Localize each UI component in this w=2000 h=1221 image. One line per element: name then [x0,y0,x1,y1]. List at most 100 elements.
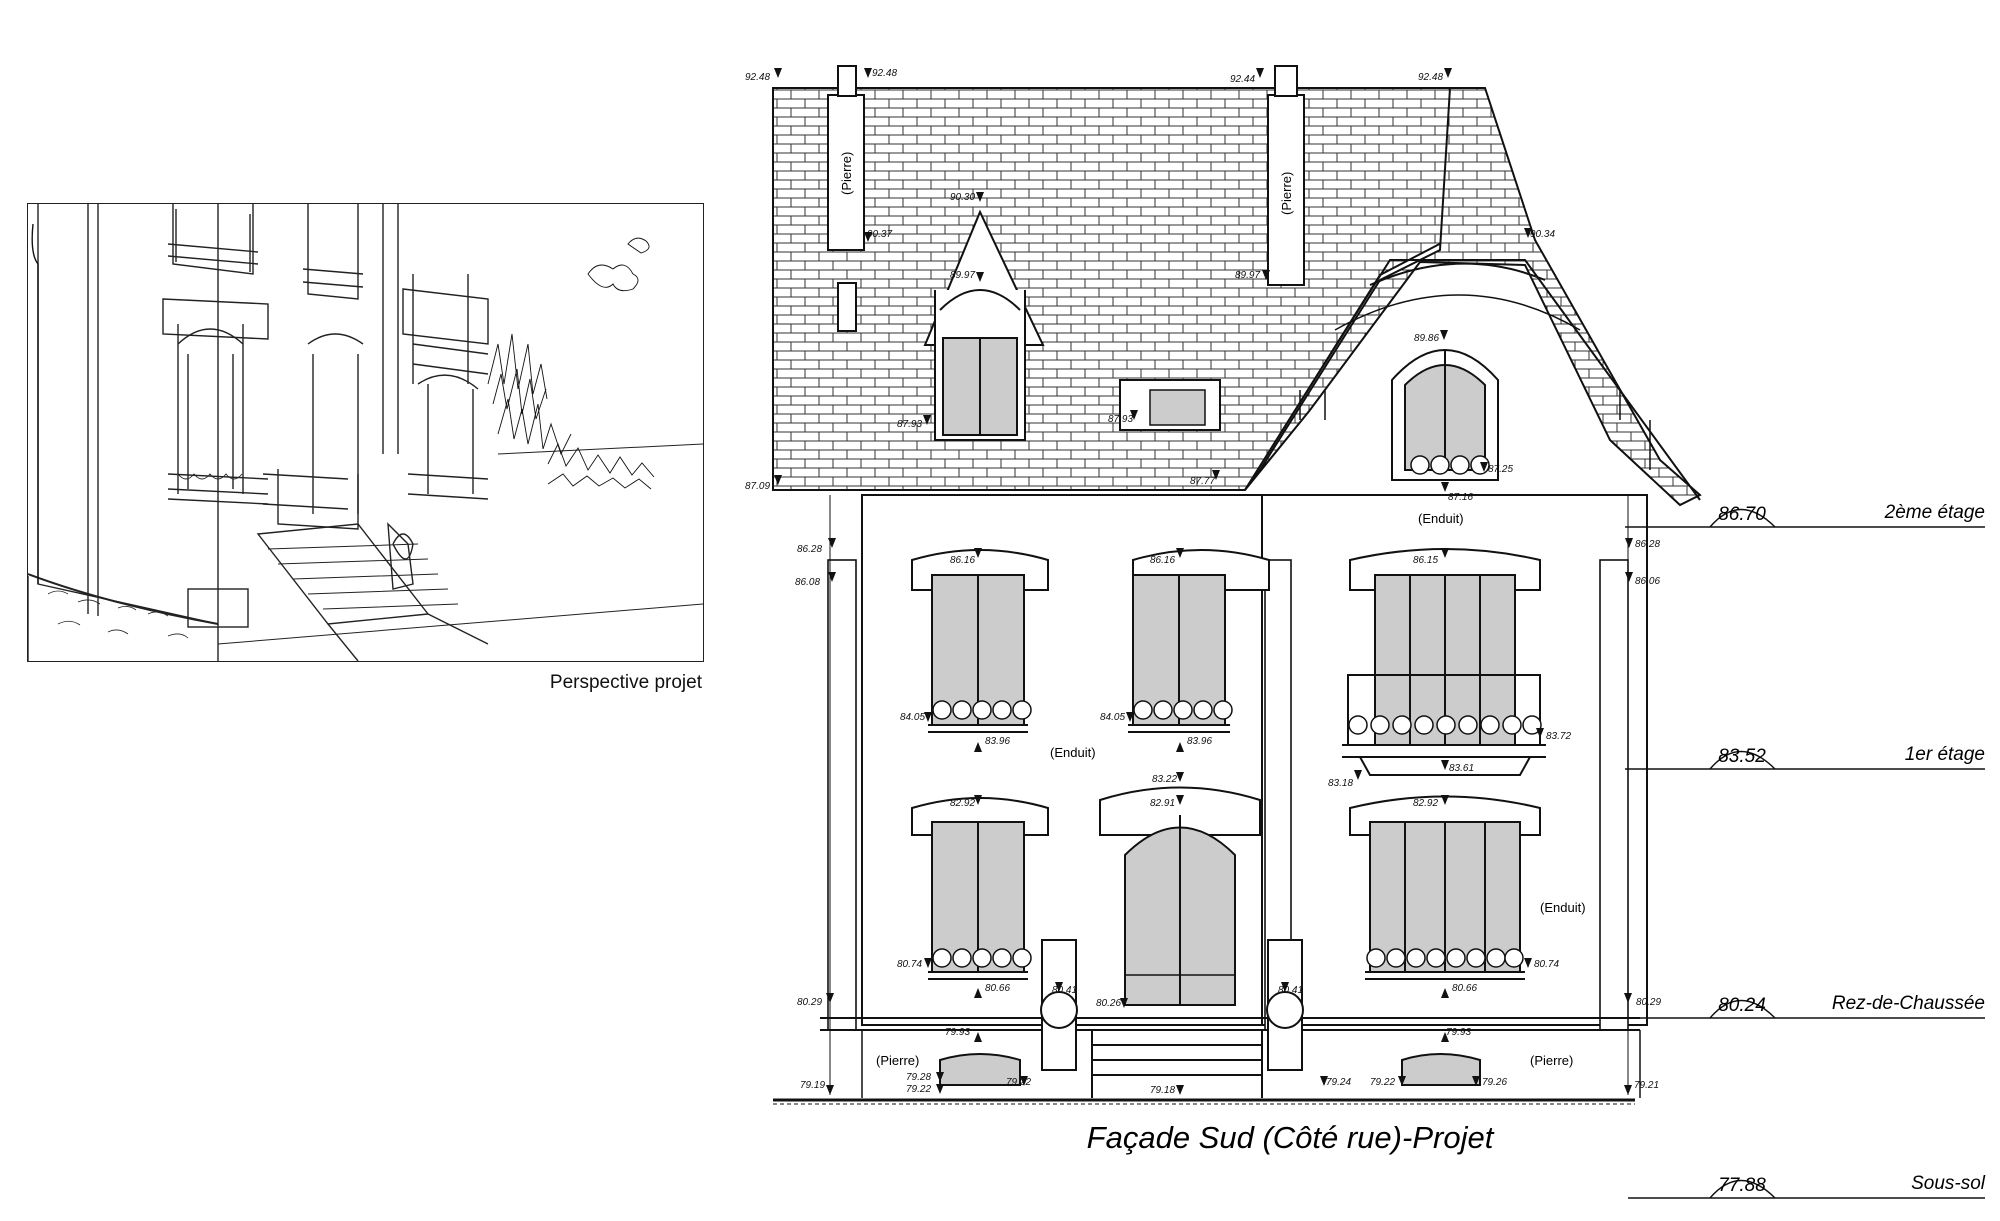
svg-text:83.72: 83.72 [1546,731,1571,742]
level-value: 77.88 [1718,1175,1766,1196]
chimney-right-label: (Pierre) [1279,172,1294,215]
svg-text:82.91: 82.91 [1150,798,1175,809]
svg-text:87.93: 87.93 [897,419,922,430]
svg-text:92.48: 92.48 [872,68,897,79]
perspective-caption: Perspective projet [549,672,702,693]
svg-text:86.16: 86.16 [950,555,975,566]
window-3-balcony [1342,548,1546,776]
elev-marker: 84.05 [900,712,932,723]
svg-text:79.22: 79.22 [1006,1077,1031,1088]
elev-marker: 82.91 [1150,795,1184,809]
svg-text:83.96: 83.96 [1187,736,1212,747]
ground-window-3 [1349,795,1541,980]
svg-text:80.41: 80.41 [1278,985,1303,996]
svg-text:80.66: 80.66 [985,983,1010,994]
svg-text:90.30: 90.30 [950,192,975,203]
elev-marker: 79.19 [800,1080,834,1095]
elev-marker: 80.41 [1278,982,1303,996]
level-rdc: 80.24 Rez-de-Chaussée [1625,993,1985,1019]
elev-marker: 87.93 [1108,410,1138,425]
elev-marker: 82.92 [1413,795,1449,809]
level-2eme: 86.70 2ème étage [1625,502,1985,528]
level-value: 86.70 [1718,504,1766,525]
svg-text:82.92: 82.92 [1413,798,1438,809]
svg-text:87.93: 87.93 [1108,414,1133,425]
gable-window [1391,349,1499,481]
svg-text:84.05: 84.05 [1100,712,1125,723]
elev-marker: 86.06 [1625,572,1660,587]
svg-text:82.92: 82.92 [950,798,975,809]
svg-text:90.34: 90.34 [1530,229,1555,240]
elev-marker: 83.22 [1152,772,1184,785]
chimneys: (Pierre) (Pierre) [827,65,1305,332]
svg-text:79.26: 79.26 [1482,1077,1507,1088]
level-label: Sous-sol [1911,1173,1986,1194]
elev-marker: 79.28 [906,1072,944,1083]
svg-text:80.26: 80.26 [1096,998,1121,1009]
ground-window-1 [911,797,1049,980]
elev-marker: 92.48 [1418,68,1452,83]
elev-marker: 83.18 [1328,770,1362,789]
svg-text:92.48: 92.48 [1418,72,1443,83]
elev-marker: 87.93 [897,415,931,430]
level-value: 80.24 [1718,995,1766,1016]
elev-marker: 87.09 [745,475,782,492]
svg-text:87.25: 87.25 [1488,464,1513,475]
elev-marker: 83.72 [1536,728,1571,742]
svg-text:84.05: 84.05 [900,712,925,723]
svg-text:79.18: 79.18 [1150,1085,1175,1096]
perspective-sketch [27,203,704,662]
material-labels: (Enduit) (Enduit) (Enduit) (Pierre) (Pie… [876,511,1586,1068]
svg-text:86.28: 86.28 [797,544,822,555]
dormer-window [923,209,1045,441]
svg-text:86.16: 86.16 [1150,555,1175,566]
svg-text:83.18: 83.18 [1328,778,1353,789]
elev-marker: 87.77 [1190,470,1220,487]
elev-marker: 92.48 [864,68,897,79]
elev-marker: 90.37 [864,229,892,242]
elev-marker: 92.44 [1230,68,1264,85]
elev-marker: 79.26 [1472,1076,1507,1088]
svg-text:83.22: 83.22 [1152,774,1177,785]
elevation-markers: 92.48 92.48 92.44 92.48 90.30 90.37 89.9… [745,68,1661,1096]
perspective-drawing [28,204,703,661]
elev-marker: 79.22 [1370,1076,1406,1088]
elev-marker: 80.26 [1096,998,1128,1009]
elev-marker: 80.66 [1441,983,1477,998]
level-label: 2ème étage [1884,502,1985,523]
stone-label-right: (Pierre) [1530,1053,1573,1068]
first-floor-windows [911,548,1546,776]
elev-marker: 86.15 [1413,548,1449,566]
svg-text:80.74: 80.74 [897,959,922,970]
entrance-door [1099,786,1261,1006]
elev-marker: 89.86 [1414,330,1448,344]
svg-text:89.97: 89.97 [1235,270,1260,281]
svg-text:83.61: 83.61 [1449,763,1474,774]
render-label-mid: (Enduit) [1050,745,1096,760]
elev-marker: 80.66 [974,983,1010,998]
svg-text:87.09: 87.09 [745,481,770,492]
elev-marker: 80.74 [897,958,932,970]
svg-text:79.19: 79.19 [800,1080,825,1091]
elev-marker: 79.93 [1441,1027,1471,1042]
level-lines: 86.70 2ème étage 83.52 1er étage 80.24 R… [1625,502,1986,1199]
elev-marker: 84.05 [1100,712,1134,723]
svg-text:89.86: 89.86 [1414,333,1439,344]
render-label-right: (Enduit) [1540,900,1586,915]
basement-vents [939,1053,1481,1086]
window-1 [911,549,1049,733]
entrance-steps [1091,1029,1263,1098]
svg-text:83.96: 83.96 [985,736,1010,747]
svg-text:79.28: 79.28 [906,1072,931,1083]
roof-window [1119,379,1221,431]
elev-marker: 86.16 [950,548,982,566]
level-value: 83.52 [1718,746,1766,767]
level-label: Rez-de-Chaussée [1832,993,1985,1014]
svg-text:92.48: 92.48 [745,72,770,83]
svg-text:86.08: 86.08 [795,577,820,588]
stone-label-left: (Pierre) [876,1053,919,1068]
svg-text:86.15: 86.15 [1413,555,1438,566]
elev-marker: 87.16 [1441,482,1473,503]
elev-marker: 79.21 [1624,1080,1659,1095]
svg-text:79.24: 79.24 [1326,1077,1351,1088]
